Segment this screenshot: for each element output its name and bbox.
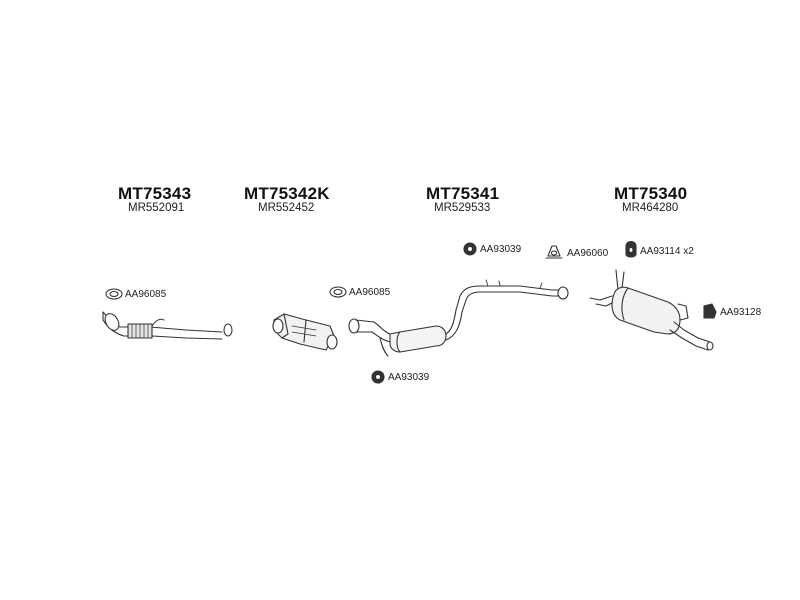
group-oem-number: MR552452 — [258, 202, 315, 214]
part-number-label: AA96085 — [349, 287, 391, 298]
part-number-label: AA96060 — [567, 248, 609, 259]
part-number-label: AA93128 — [720, 307, 762, 318]
gasket-icon — [545, 245, 563, 259]
group-oem-number: MR552091 — [128, 202, 185, 214]
group-code: MT75341 — [426, 184, 500, 203]
rubber-hanger-icon — [625, 240, 637, 258]
rubber-hanger-icon — [703, 303, 717, 319]
part-number-label: AA96085 — [125, 289, 167, 300]
part-number-label: AA93039 — [480, 244, 522, 255]
part-number-label: AA93114 x2 — [640, 246, 694, 257]
group-code: MT75342K — [244, 184, 330, 203]
group-code: MT75343 — [118, 184, 192, 203]
gasket-icon — [105, 288, 123, 300]
part-quantity: x2 — [683, 246, 694, 257]
rubber-hanger-icon — [371, 370, 385, 384]
group-oem-number: MR529533 — [434, 202, 491, 214]
group-code: MT75340 — [614, 184, 688, 203]
middle-silencer — [348, 279, 569, 357]
part-number: AA93114 — [640, 246, 681, 257]
rear-silencer — [589, 269, 714, 351]
part-number-label: AA93039 — [388, 372, 430, 383]
catalytic-converter — [272, 313, 338, 351]
group-oem-number: MR464280 — [622, 202, 679, 214]
gasket-icon — [329, 286, 347, 298]
rubber-hanger-icon — [463, 242, 477, 256]
front-pipe — [102, 311, 233, 340]
